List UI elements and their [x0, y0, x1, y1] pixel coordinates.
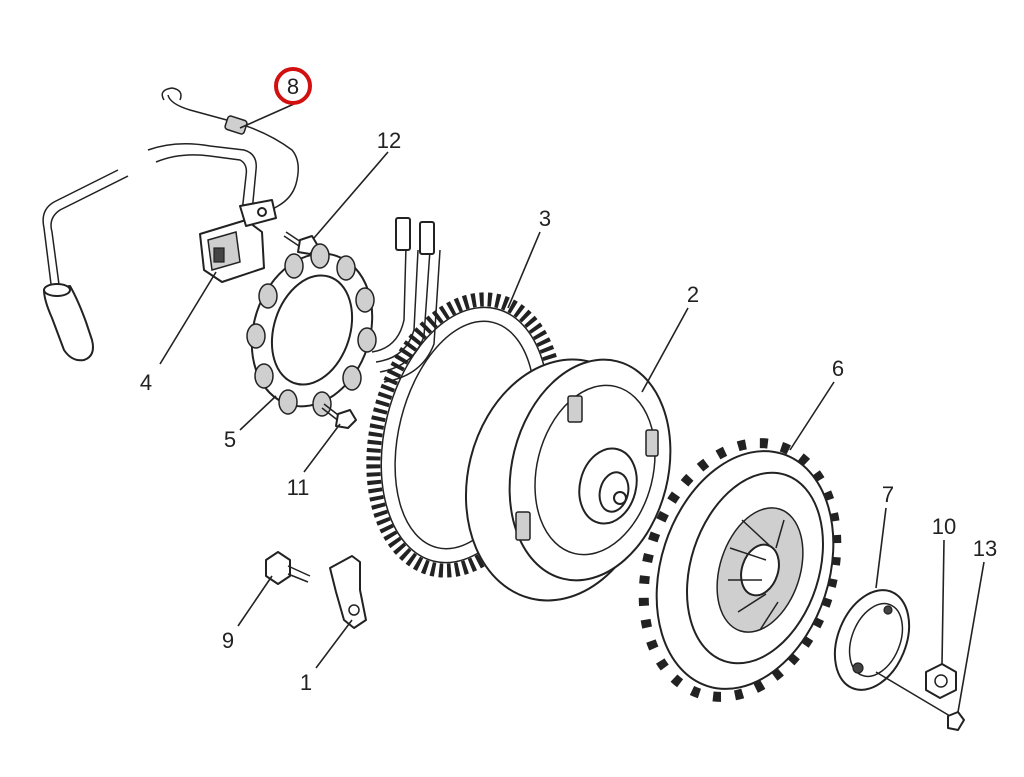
- callout-4: 4: [140, 370, 152, 395]
- bolt-9: [265, 551, 311, 585]
- bolt-11: [321, 403, 357, 429]
- ground-wire: [167, 94, 299, 215]
- bolt-13: [947, 711, 965, 731]
- callout-12: 12: [377, 128, 401, 153]
- highlight-ring: [274, 67, 312, 105]
- callout-7: 7: [882, 482, 894, 507]
- callout-6: 6: [832, 356, 844, 381]
- callout-8: 8: [287, 74, 299, 99]
- callouts: 8 12 3 2 6 4 5 11 7 10 13 9 1: [140, 67, 997, 695]
- bracket: [329, 555, 367, 629]
- ht-lead: [42, 169, 129, 293]
- cooling-fan: [638, 438, 842, 702]
- spark-plug-cap: [43, 285, 94, 362]
- callout-2: 2: [687, 282, 699, 307]
- leader-lines: [159, 103, 985, 713]
- flywheel: [464, 358, 672, 602]
- callout-3: 3: [539, 206, 551, 231]
- callout-13: 13: [973, 536, 997, 561]
- stator: [246, 217, 441, 417]
- ignition-coil-assembly: [42, 87, 299, 362]
- callout-5: 5: [224, 427, 236, 452]
- callout-1: 1: [300, 670, 312, 695]
- callout-10: 10: [932, 514, 956, 539]
- starter-pulley: [833, 589, 951, 717]
- callout-9: 9: [222, 628, 234, 653]
- callout-11: 11: [287, 475, 310, 500]
- nut-10: [925, 663, 957, 699]
